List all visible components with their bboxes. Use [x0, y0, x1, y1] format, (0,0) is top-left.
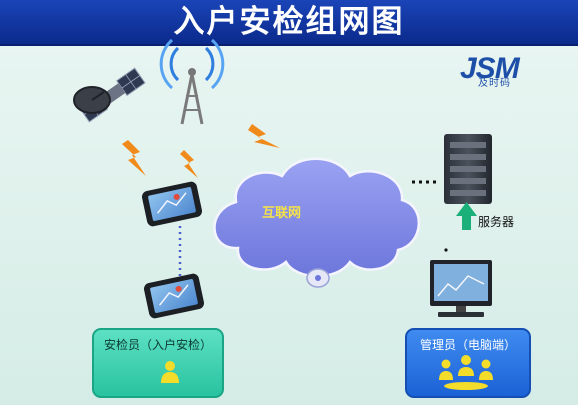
lightning-bolt-icon [180, 150, 198, 178]
server-label: 服务器 [478, 215, 515, 229]
page-title: 入户安检组网图 [173, 4, 405, 40]
title-bar: 入户安检组网图 [0, 0, 578, 46]
lightning-bolt-icon [248, 124, 280, 148]
connector-dot [444, 248, 448, 252]
cell-tower-icon [159, 38, 225, 125]
logo-subtitle: 及时码 [478, 78, 511, 89]
up-arrow-icon [456, 202, 477, 230]
desktop-monitor-icon [430, 260, 492, 317]
smartphone-icon [141, 181, 203, 227]
logo-mark: JSM [460, 52, 520, 85]
lightning-bolt-icon [122, 140, 146, 176]
internet-label: 互联网 [262, 206, 302, 221]
admin-label: 管理员（电脑端） [419, 338, 516, 352]
inspector-node: 安检员（入户安检） [92, 328, 224, 398]
internet-cloud-icon [213, 157, 420, 288]
meeting-people-icon [439, 355, 493, 390]
person-icon [161, 361, 179, 383]
server-rack-icon [444, 134, 492, 204]
satellite-icon [73, 67, 146, 123]
smartphone-icon [143, 273, 205, 319]
inspector-label: 安检员（入户安检） [103, 338, 212, 352]
brand-logo: JSM 及时码 [460, 52, 540, 89]
